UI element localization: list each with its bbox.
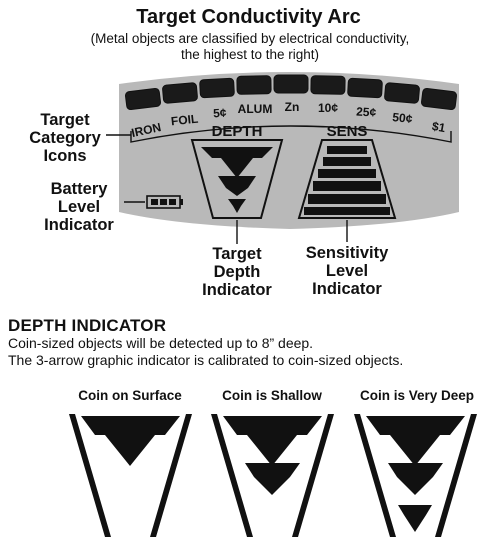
callout-line: Sensitivity — [305, 244, 389, 262]
category-bracket — [130, 125, 452, 143]
example-caption-very-deep: Coin is Very Deep — [359, 388, 475, 403]
depth-arrow-2 — [388, 463, 443, 495]
callout-line: Category — [29, 129, 101, 147]
sens-label: SENS — [327, 123, 368, 140]
category-icon-label: 50¢ — [392, 110, 414, 126]
arc-segment — [236, 75, 272, 95]
depth-arrow-3 — [228, 199, 246, 213]
depth-arrow-2 — [245, 463, 300, 495]
frame-side-right — [435, 414, 477, 537]
depth-arrow-2 — [218, 176, 256, 196]
conductivity-arc-segments — [124, 74, 458, 111]
callout-line: Battery — [50, 180, 108, 198]
callout-line: Target — [40, 111, 90, 129]
arc-segment — [420, 87, 458, 111]
arc-segment — [124, 87, 162, 111]
callout-line: Target — [212, 245, 262, 263]
arc-segment — [199, 77, 235, 99]
example-very-deep — [354, 414, 477, 537]
depth-section-line-1: Coin-sized objects will be detected up t… — [8, 335, 314, 351]
diagram-subtitle: (Metal objects are classified by electri… — [60, 31, 440, 63]
callout-line: Icons — [43, 147, 87, 165]
callout-line: Indicator — [312, 280, 382, 298]
depth-arrows — [201, 147, 273, 213]
callout-line: Indicator — [202, 281, 272, 299]
depth-label: DEPTH — [212, 123, 263, 140]
callout-line: Level — [325, 262, 369, 280]
callout-battery-level: Battery Level Indicator — [34, 180, 124, 234]
callout-category-icons: Target Category Icons — [22, 111, 108, 165]
arc-segment — [310, 75, 346, 95]
sensitivity-bars — [304, 146, 390, 215]
frame-side-right — [150, 414, 192, 537]
frame-side-left — [69, 414, 111, 537]
frame-side-left — [211, 414, 253, 537]
sens-bar — [323, 157, 371, 166]
category-icon-label: $1 — [431, 119, 447, 135]
battery-icon — [146, 195, 183, 209]
depth-arrow-3 — [398, 505, 432, 532]
category-icon-label: ALUM — [238, 102, 273, 116]
category-icon-label: 10¢ — [318, 101, 338, 115]
detector-display: IRON FOIL 5¢ ALUM Zn 10¢ 25¢ 50¢ $1 DEPT… — [106, 72, 459, 244]
callout-target-depth: Target Depth Indicator — [187, 245, 287, 299]
example-caption-shallow: Coin is Shallow — [222, 388, 322, 403]
depth-section-line-2: The 3-arrow graphic indicator is calibra… — [8, 352, 404, 368]
subtitle-line-1: (Metal objects are classified by electri… — [90, 31, 410, 46]
category-icon-label: Zn — [285, 100, 300, 114]
example-shallow — [211, 414, 334, 537]
sens-bar — [304, 207, 390, 215]
frame-side-right — [292, 414, 334, 537]
sens-bar — [318, 169, 376, 178]
example-surface — [69, 414, 192, 537]
category-icon-label: IRON — [130, 120, 162, 140]
arc-segment — [347, 77, 383, 99]
depth-arrow-1 — [81, 416, 180, 466]
depth-section-title: DEPTH INDICATOR — [8, 316, 167, 335]
callout-line: Level — [57, 198, 101, 216]
category-icon-label: 25¢ — [356, 104, 377, 119]
sens-bar — [313, 181, 381, 191]
category-icon-label: FOIL — [170, 112, 199, 129]
diagram-title: Target Conductivity Arc — [136, 6, 361, 28]
arc-segment — [273, 74, 309, 94]
arc-segment — [384, 82, 420, 104]
category-icon-label: 5¢ — [213, 106, 227, 121]
example-caption-surface: Coin on Surface — [78, 388, 182, 403]
sens-bar — [327, 146, 367, 154]
depth-arrow-1 — [223, 416, 322, 466]
callout-line: Depth — [213, 263, 261, 281]
depth-arrow-1 — [366, 416, 465, 466]
sens-bar — [308, 194, 386, 204]
callout-sensitivity-level: Sensitivity Level Indicator — [290, 244, 404, 298]
subtitle-line-2: the highest to the right) — [180, 47, 320, 62]
arc-segment — [162, 82, 198, 104]
depth-arrow-1 — [201, 147, 273, 178]
callout-line: Indicator — [44, 216, 114, 234]
frame-side-left — [354, 414, 396, 537]
